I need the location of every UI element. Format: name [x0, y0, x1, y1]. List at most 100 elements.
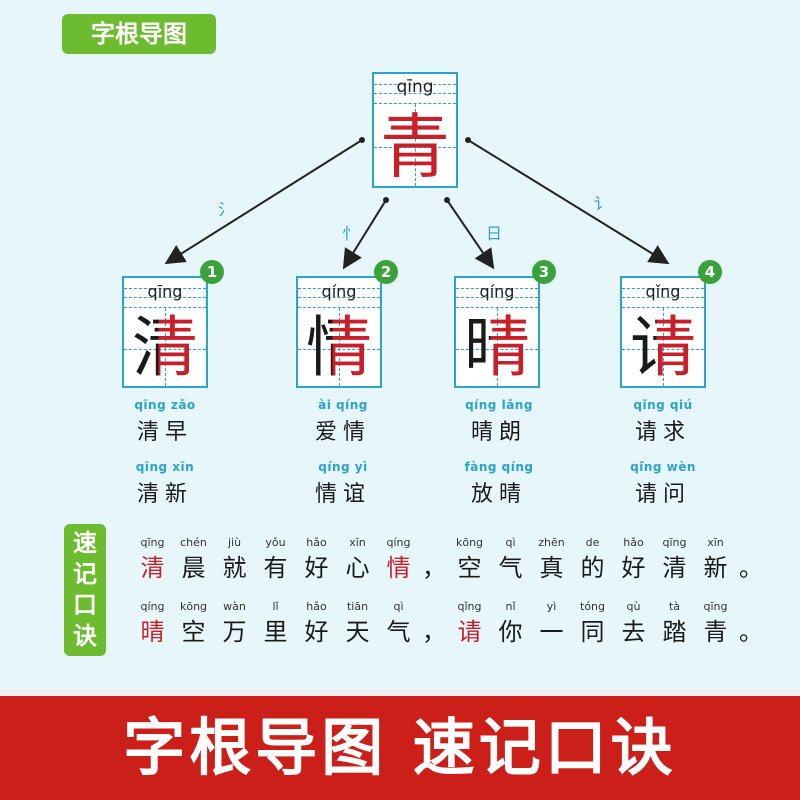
verse-pinyin [419, 600, 449, 616]
verse-pinyin [736, 536, 766, 552]
grid-vertical [497, 308, 498, 386]
pinyin-guide-lines [298, 278, 380, 308]
verse-hanzi: 。 [739, 554, 763, 582]
grid-horizontal [124, 349, 206, 350]
verse-hanzi: 情 [386, 554, 411, 582]
verse-char: kōng 空 [173, 600, 214, 648]
verse-pinyin: lǐ [272, 600, 279, 613]
verse-pinyin: de [585, 536, 600, 549]
verse-hanzi: 同 [580, 618, 605, 646]
verse-hanzi: 就 [222, 554, 247, 582]
verse-hanzi: 一 [539, 618, 564, 646]
root-character: 青 [380, 106, 450, 188]
verse-hanzi: 晴 [140, 618, 165, 646]
word-pinyin: fàng qíng [464, 460, 534, 474]
verse-pinyin: yì [546, 600, 557, 613]
verse-pinyin: yǒu [265, 536, 286, 549]
word-text: 清新 [136, 482, 193, 507]
verse-hanzi: 万 [222, 618, 247, 646]
mnemonic-badge-char: 口 [73, 591, 97, 619]
verse-pinyin: kōng [455, 536, 484, 549]
word-pinyin: qíng lǎng [465, 398, 533, 412]
word-pinyin: qǐng qiú [633, 398, 693, 412]
verse-pinyin: qīng [703, 600, 728, 613]
word-pinyin: ài qíng [318, 398, 368, 412]
word-pinyin: qíng yì [318, 460, 368, 474]
verse-hanzi: 真 [539, 554, 564, 582]
word-text: 情谊 [314, 482, 371, 507]
number-badge-2: 2 [374, 260, 398, 284]
verse-hanzi: 好 [621, 554, 646, 582]
radical-label-1: 氵 [218, 200, 235, 219]
derived-pinyin: qīng [147, 282, 183, 301]
verse-hanzi: 清 [140, 554, 165, 582]
verse-hanzi: 有 [263, 554, 288, 582]
derived-character: 情 [298, 308, 380, 388]
verse-pinyin: nǐ [505, 600, 516, 613]
mnemonic-badge-char: 记 [73, 560, 97, 588]
verse-hanzi: 好 [304, 554, 329, 582]
arrow-1 [164, 137, 365, 265]
verse-pinyin: tà [668, 600, 681, 613]
word-text: 晴朗 [470, 420, 527, 445]
verse-hanzi: 空 [181, 618, 206, 646]
arrow-4 [465, 137, 670, 265]
verse-punctuation: ， [419, 536, 449, 584]
derived-card-2: qíng 情 [296, 276, 382, 388]
verse-pinyin: qīng [140, 536, 165, 549]
grid-horizontal [298, 349, 380, 350]
verse-hanzi: 。 [739, 618, 763, 646]
word-1a: qīng zǎo 清早 [120, 398, 210, 446]
verse-hanzi: 去 [621, 618, 646, 646]
word-text: 爱情 [314, 420, 371, 445]
verse-pinyin: jiù [227, 536, 242, 549]
grid-vertical [415, 104, 416, 186]
mnemonic-badge: 速 记 口 诀 [64, 524, 106, 656]
grid-horizontal [456, 349, 538, 350]
verse-pinyin: qì [393, 600, 404, 613]
verse-char: jiù 就 [214, 536, 255, 584]
pinyin-guide-lines [622, 278, 704, 308]
derived-pinyin: qǐng [645, 282, 681, 301]
verse-hanzi: 空 [457, 554, 482, 582]
word-pinyin: qǐng wèn [630, 460, 696, 474]
derived-character: 清 [124, 308, 206, 388]
root-pinyin: qīng [396, 77, 434, 97]
radical-label-3: 日 [486, 224, 503, 243]
title-badge: 字根导图 [62, 14, 216, 54]
verse-hanzi: ， [422, 554, 446, 582]
derived-card-3: qíng 晴 [454, 276, 540, 388]
word-4b: qǐng wèn 请问 [618, 460, 708, 508]
verse-hanzi: 新 [703, 554, 728, 582]
number-badge-1: 1 [200, 260, 224, 284]
arrow-3 [444, 197, 495, 270]
verse-char: qīng 清 [132, 536, 173, 584]
verse-hanzi: 清 [662, 554, 687, 582]
verse-pinyin: kōng [179, 600, 208, 613]
verse-pinyin: chén [180, 536, 207, 549]
word-1b: qīng xīn 清新 [120, 460, 210, 508]
verse-pinyin: hǎo [306, 600, 327, 613]
verse-hanzi: 气 [498, 554, 523, 582]
verse-punctuation: ， [419, 600, 449, 648]
word-text: 请问 [634, 482, 691, 507]
word-2b: qíng yì 情谊 [298, 460, 388, 508]
verse-hanzi: 的 [580, 554, 605, 582]
verse-punctuation: 。 [736, 536, 766, 584]
word-2a: ài qíng 爱情 [298, 398, 388, 446]
